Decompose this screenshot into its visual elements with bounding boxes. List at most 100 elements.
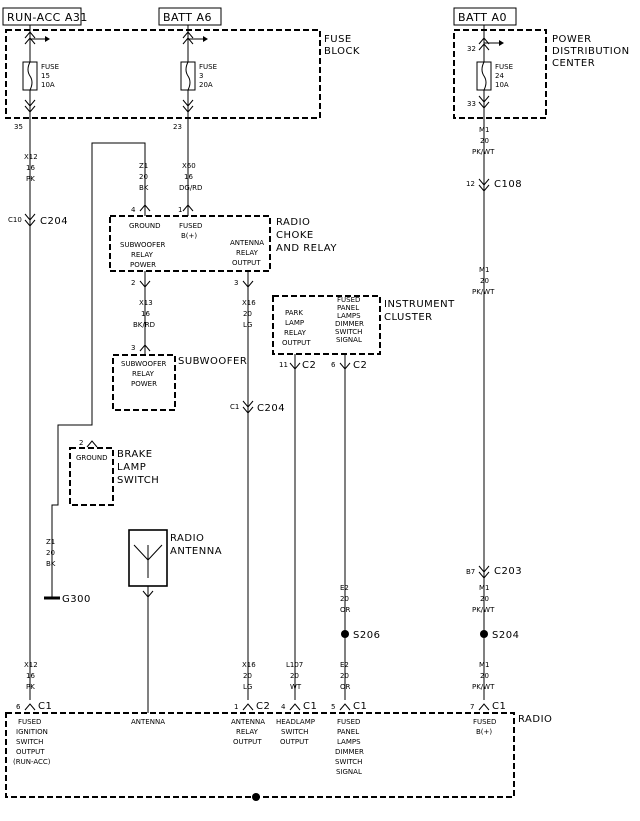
pin-3-sub: 3 <box>131 344 135 352</box>
wire-m1c-gauge: 20 <box>480 595 489 603</box>
radio-fused-ign-3: SWITCH <box>16 738 43 746</box>
wire-m1d-code: M1 <box>479 661 490 669</box>
connector-c204b-symbol <box>242 400 254 414</box>
source-batt-a0-label: BATT A0 <box>458 11 507 24</box>
cluster-fused-panel-3: LAMPS <box>337 312 361 320</box>
radio-fused-ign-2: IGNITION <box>16 728 48 736</box>
wire-l107-color: WT <box>290 683 302 691</box>
fuse-15-number: 15 <box>41 72 50 80</box>
cluster-fused-panel-2: PANEL <box>337 304 359 312</box>
wire-x12b-code: X12 <box>24 661 38 669</box>
wire-e2b-gauge: 20 <box>340 672 349 680</box>
wire-e2a-color: OR <box>340 606 351 614</box>
radio-fused-ign-1: FUSED <box>18 718 41 726</box>
wire-x16b-code: X16 <box>242 661 256 669</box>
fuse-block-label-1: FUSE <box>324 34 352 45</box>
wire-x12a-color: PK <box>26 175 35 183</box>
instrument-cluster-label-1: INSTRUMENT <box>384 299 455 310</box>
brake-ground-label: GROUND <box>76 454 108 462</box>
radio-fused-panel-1: FUSED <box>337 718 360 726</box>
wire-x12b-color: PK <box>26 683 35 691</box>
wire-x12b-gauge: 16 <box>26 672 35 680</box>
source-batt-a6: BATT A6 <box>158 7 222 26</box>
pin-label-ant-relay-out-3: OUTPUT <box>232 259 261 267</box>
pin-4-radio: 4 <box>281 703 286 711</box>
connector-radio-c1d: C1 <box>492 701 506 712</box>
fuse-block-box <box>5 29 321 119</box>
park-lamp-3: RELAY <box>284 329 307 337</box>
radio-ground-dot <box>252 793 260 801</box>
sub-in-label-1: SUBWOOFER <box>121 360 167 368</box>
source-batt-a6-label: BATT A6 <box>163 11 212 24</box>
wire-x60-color: DG/RD <box>179 184 202 192</box>
wire-x60-gauge: 16 <box>184 173 193 181</box>
pin-11: 11 <box>279 361 288 369</box>
pin-6-radio: 6 <box>16 703 21 711</box>
pin-label-fused-b-2: B(+) <box>181 232 197 240</box>
brake-switch-label-2: LAMP <box>117 462 146 473</box>
connector-radio-c1c: C1 <box>353 701 367 712</box>
radio-headlamp-3: OUTPUT <box>280 738 309 746</box>
source-run-acc-label: RUN-ACC A31 <box>7 11 88 24</box>
sub-in-label-3: POWER <box>131 380 157 388</box>
wire-e2a-gauge: 20 <box>340 595 349 603</box>
splice-s204: S204 <box>492 630 519 641</box>
instrument-cluster-label-2: CLUSTER <box>384 312 433 323</box>
pin-7-radio: 7 <box>470 703 474 711</box>
splice-s206: S206 <box>353 630 380 641</box>
wire-m1c-color: PK/WT <box>472 606 495 614</box>
wire-z1-ground <box>51 420 93 598</box>
pin-2-brake: 2 <box>79 439 83 447</box>
wire-m1b-color: PK/WT <box>472 288 495 296</box>
radio-headlamp-1: HEADLAMP <box>276 718 315 726</box>
cluster-fused-panel-6: SIGNAL <box>336 336 362 344</box>
radio-fused-panel-4: DIMMER <box>335 748 364 756</box>
park-lamp-1: PARK <box>285 309 303 317</box>
wire-x12a-code: X12 <box>24 153 38 161</box>
fuse-24: FUSE 24 10A <box>476 25 513 565</box>
pdc-box <box>453 29 547 119</box>
pin-12: 12 <box>466 180 475 188</box>
cluster-fused-panel-1: FUSED <box>337 296 360 304</box>
radio-connectors: 6 C1 1 C2 4 C1 5 C1 7 C1 <box>16 701 506 712</box>
wire-z1a-gauge: 20 <box>139 173 148 181</box>
cluster-fused-panel-4: DIMMER <box>335 320 364 328</box>
pin-33: 33 <box>467 100 476 108</box>
subwoofer-box <box>112 354 176 411</box>
instrument-cluster-box <box>272 295 381 355</box>
ground-g300: G300 <box>62 594 91 605</box>
wire-l107-code: L107 <box>286 661 303 669</box>
pin-5-radio: 5 <box>331 703 335 711</box>
radio-antenna-pin-label: ANTENNA <box>131 718 165 726</box>
wire-m1c-code: M1 <box>479 584 490 592</box>
radio-ant-relay-1: ANTENNA <box>231 718 265 726</box>
wire-z1b-gauge: 20 <box>46 549 55 557</box>
splice-s206-dot <box>341 630 349 638</box>
wire-m1a-gauge: 20 <box>480 137 489 145</box>
pin-3: 3 <box>234 279 238 287</box>
pin-6: 6 <box>331 361 336 369</box>
wire-x16b-color: LG <box>243 683 252 691</box>
wire-x16b-gauge: 20 <box>243 672 252 680</box>
radio-choke-label-1: RADIO <box>276 217 310 228</box>
source-run-acc: RUN-ACC A31 <box>2 7 88 26</box>
pdc-label-3: CENTER <box>552 58 595 69</box>
wire-z1-loop <box>91 142 146 420</box>
pin-label-sub-relay-3: POWER <box>130 261 156 269</box>
pin-label-sub-relay-1: SUBWOOFER <box>120 241 166 249</box>
wire-x16a-color: LG <box>243 321 252 329</box>
connector-c2a: C2 <box>302 360 316 371</box>
wire-l107-gauge: 20 <box>290 672 299 680</box>
wire-e2a-code: E2 <box>340 584 349 592</box>
radio-fused-b-2: B(+) <box>476 728 492 736</box>
radio-antenna-label-1: RADIO <box>170 533 204 544</box>
wire-m1d-gauge: 20 <box>480 672 489 680</box>
pdc-label-2: DISTRIBUTION <box>552 46 630 57</box>
connector-c2b: C2 <box>353 360 367 371</box>
wire-e2b-color: OR <box>340 683 351 691</box>
connector-c203: C203 <box>494 566 522 577</box>
connector-radio-c1a: C1 <box>38 701 52 712</box>
radio-headlamp-2: SWITCH <box>281 728 308 736</box>
pin-b7: B7 <box>466 568 475 576</box>
